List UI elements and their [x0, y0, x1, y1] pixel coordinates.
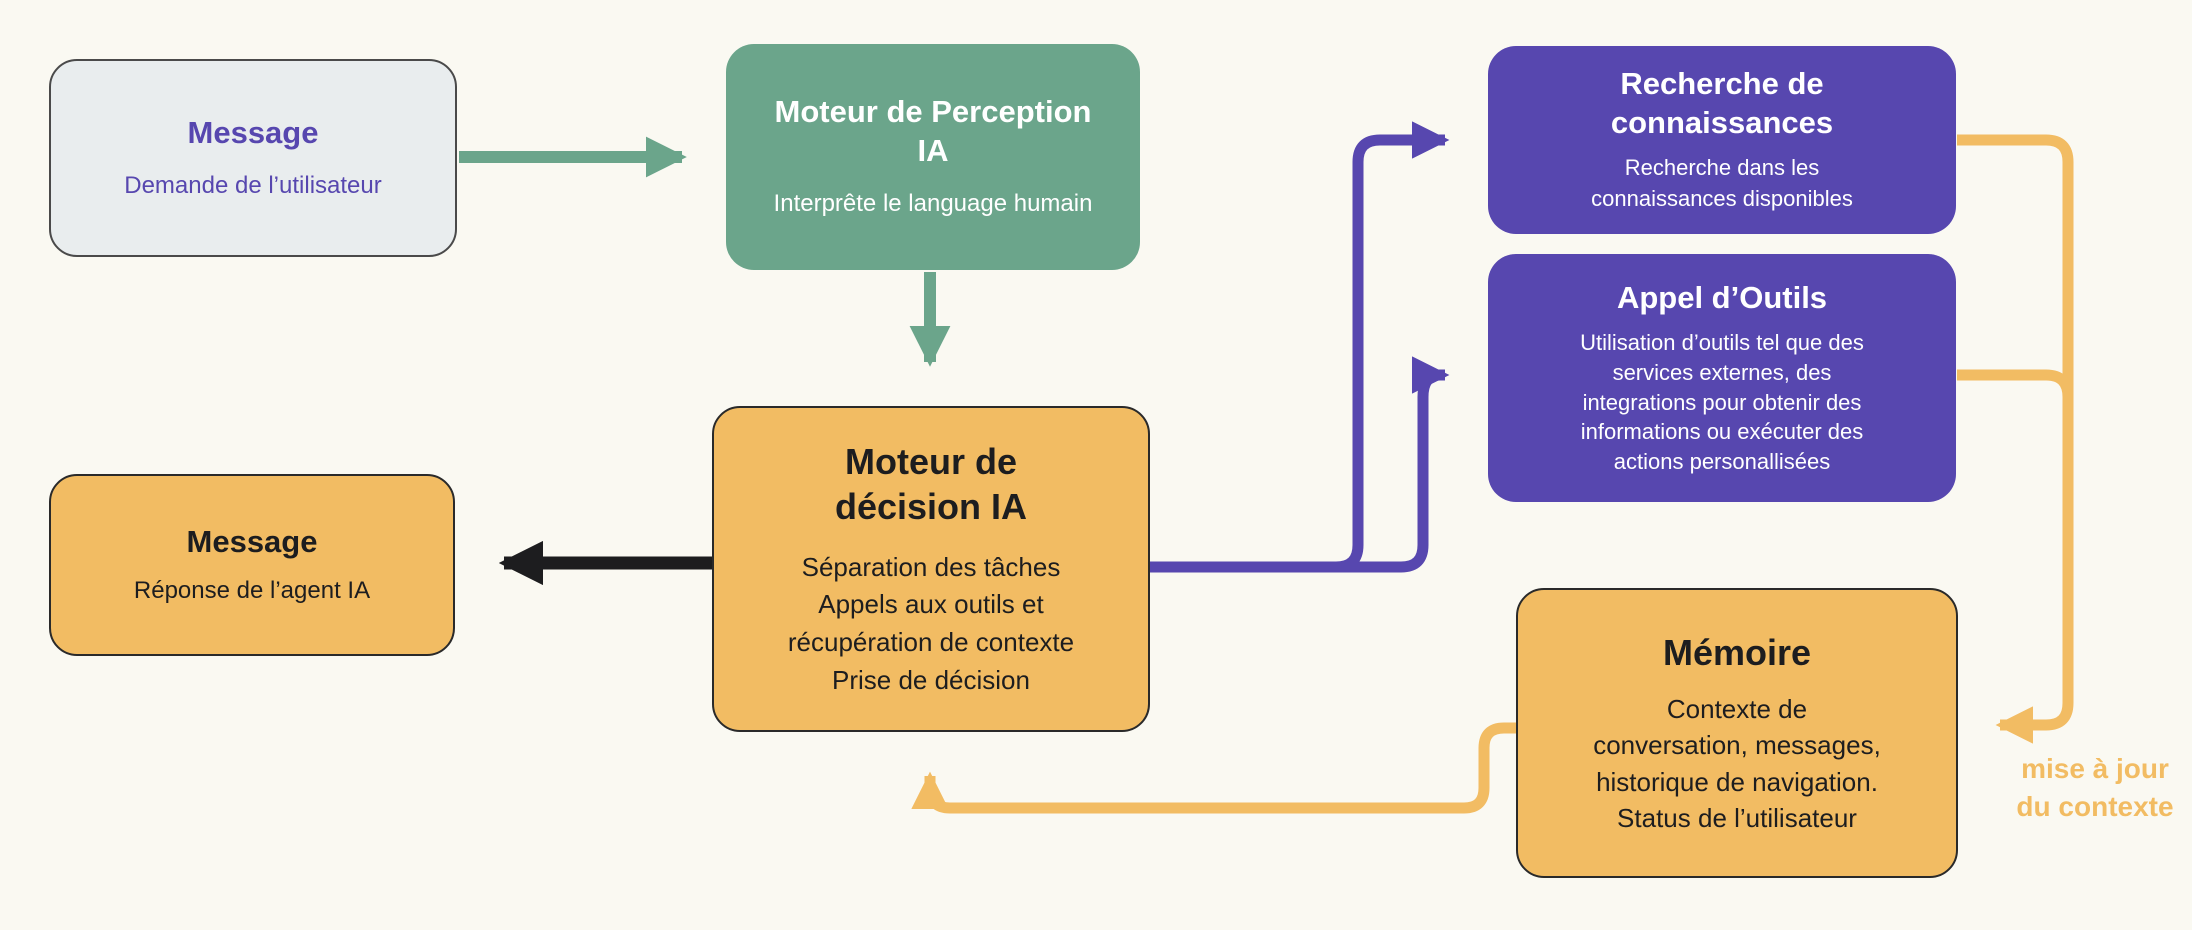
node-tool-call-body: Utilisation d’outils tel que des service…: [1580, 330, 1864, 474]
node-perception-engine-title: Moteur de Perception IA: [774, 94, 1092, 169]
node-memory: Mémoire Contexte de conversation, messag…: [1516, 588, 1958, 878]
node-user-message: Message Demande de l’utilisateur: [49, 59, 457, 257]
arrow-knowledge-to-memory: [1957, 134, 2074, 744]
node-agent-response-body: Réponse de l’agent IA: [133, 576, 371, 604]
node-perception-engine-body: Interprête le language humain: [773, 189, 1093, 217]
node-knowledge-search-body: Recherche dans les connaissances disponi…: [1591, 154, 1853, 211]
arrow-memory-to-decision: [911, 722, 1516, 814]
node-tool-call-title: Appel d’Outils: [1616, 280, 1828, 316]
node-agent-response-title: Message: [186, 523, 318, 559]
arrow-tools-to-memory: [1957, 369, 2074, 560]
node-decision-engine-title: Moteur de décision IA: [834, 440, 1028, 527]
arrow-decision-to-knowledge: [1150, 121, 1450, 573]
node-decision-engine-body: Séparation des tâches Appels aux outils …: [787, 551, 1075, 695]
node-memory-title: Mémoire: [1662, 631, 1812, 673]
node-memory-body: Contexte de conversation, messages, hist…: [1593, 693, 1881, 833]
node-user-message-title: Message: [187, 114, 319, 150]
node-agent-response: Message Réponse de l’agent IA: [49, 474, 455, 656]
node-tool-call: Appel d’Outils Utilisation d’outils tel …: [1488, 254, 1956, 502]
node-user-message-body: Demande de l’utilisateur: [124, 171, 382, 199]
arrow-decision-to-tools: [1150, 356, 1450, 573]
node-decision-engine: Moteur de décision IA Séparation des tâc…: [712, 406, 1150, 732]
context-update-label: mise à jour du contexte: [2016, 753, 2174, 822]
node-knowledge-search-title: Recherche de connaissances: [1610, 66, 1834, 141]
node-knowledge-search: Recherche de connaissances Recherche dan…: [1488, 46, 1956, 234]
node-perception-engine: Moteur de Perception IA Interprête le la…: [726, 44, 1140, 270]
